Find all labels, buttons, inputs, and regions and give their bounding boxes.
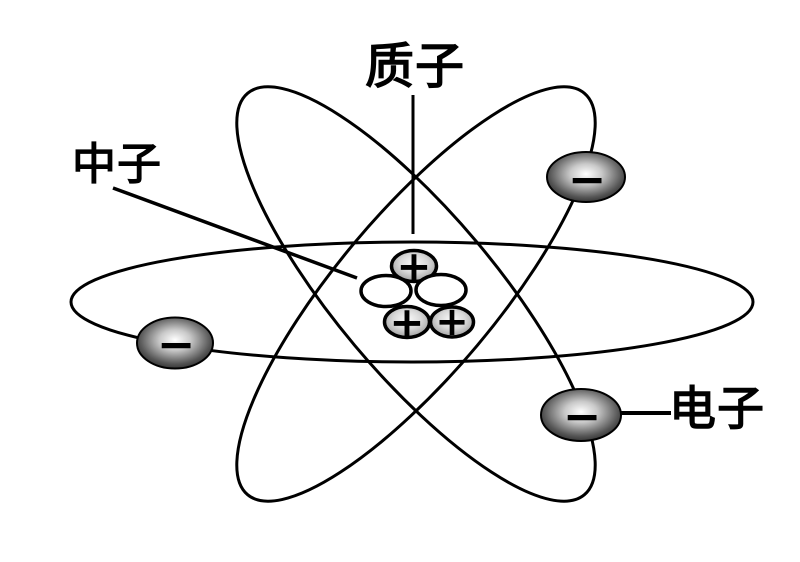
- neutron-particle-2: [414, 272, 468, 308]
- electron-minus-symbol-3: −: [563, 389, 602, 443]
- proton-particle-3: [382, 304, 432, 340]
- orbit-horizontal: [69, 240, 755, 364]
- electron-particle-bottom-right: [540, 388, 622, 442]
- neutron-particle-1: [359, 273, 413, 309]
- nucleus: + + +: [359, 242, 476, 347]
- electron-label: 电子: [669, 384, 765, 436]
- electrons: − − −: [136, 151, 626, 443]
- orbit-diagonal-right: [235, 85, 597, 503]
- neutron-pointer-line: [112, 186, 358, 280]
- electron-particle-left: [136, 316, 214, 370]
- orbit-diagonal-left: [235, 85, 597, 503]
- electron-minus-symbol-1: −: [568, 152, 607, 206]
- proton-particle-1: [389, 248, 439, 284]
- neutron-label: 中子: [72, 140, 162, 189]
- proton-plus-symbol-1: +: [396, 242, 431, 291]
- electron-particle-top-right: [546, 151, 626, 203]
- electron-minus-symbol-2: −: [157, 317, 196, 371]
- proton-plus-symbol-2: +: [435, 299, 469, 345]
- proton-label: 质子: [365, 39, 466, 94]
- proton-plus-symbol-3: +: [389, 298, 424, 347]
